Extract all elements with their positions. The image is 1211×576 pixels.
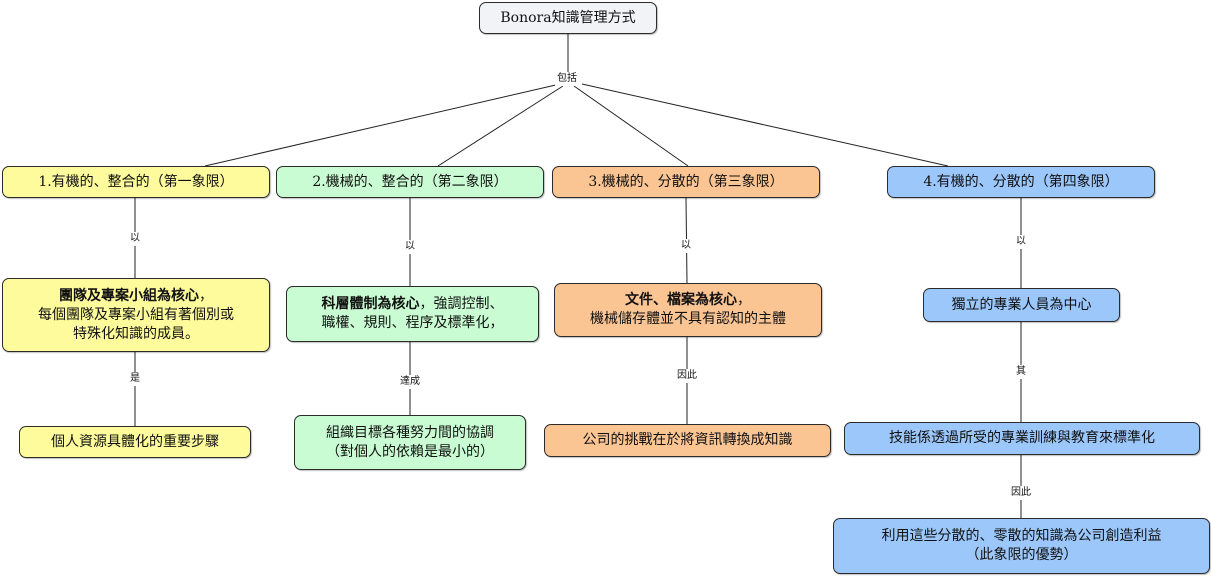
q1-result-node[interactable]: 個人資源具體化的重要步驟	[19, 426, 251, 458]
q2-result-line2: （對個人的依賴是最小的）	[326, 443, 494, 460]
q3-link2-label: 因此	[675, 369, 699, 383]
q4-result-node[interactable]: 利用這些分散的、零散的知識為公司創造利益 （此象限的優勢）	[833, 518, 1210, 574]
q4-result-line1: 利用這些分散的、零散的知識為公司創造利益	[881, 528, 1162, 544]
q1-link1-label: 以	[128, 232, 142, 246]
q1-title-node[interactable]: 1.有機的、整合的（第一象限）	[2, 166, 270, 198]
q2-link1-label: 以	[403, 240, 417, 254]
q2-link2-label: 達成	[398, 375, 422, 389]
q3-core-node[interactable]: 文件、檔案為核心， 機械儲存體並不具有認知的主體	[554, 283, 822, 337]
root-label: Bonora知識管理方式	[500, 9, 636, 26]
q2-title-node[interactable]: 2.機械的、整合的（第二象限）	[276, 166, 544, 198]
q3-core-line2: 機械儲存體並不具有認知的主體	[590, 311, 786, 327]
q2-core-bold: 科層體制為核心	[321, 296, 420, 312]
q3-title: 3.機械的、分散的（第三象限）	[588, 173, 784, 190]
q2-result-node[interactable]: 組織目標各種努力間的協調 （對個人的依賴是最小的）	[294, 415, 526, 470]
q2-core-node[interactable]: 科層體制為核心，強調控制、 職權、規則、程序及標準化，	[286, 286, 539, 342]
q4-core-line1: 獨立的專業人員為中心	[951, 296, 1092, 313]
root-link-label: 包括	[555, 72, 579, 86]
q1-result-line1: 個人資源具體化的重要步驟	[51, 433, 219, 450]
q4-title: 4.有機的、分散的（第四象限）	[923, 173, 1119, 190]
q4-core-node[interactable]: 獨立的專業人員為中心	[923, 288, 1120, 322]
q4-link3-label: 因此	[1009, 486, 1033, 500]
q4-link2-label: 其	[1014, 365, 1028, 379]
q2-core-line2: 職權、規則、程序及標準化，	[321, 315, 504, 331]
q4-title-node[interactable]: 4.有機的、分散的（第四象限）	[887, 166, 1155, 198]
link-hub-to-q4	[581, 83, 949, 167]
q4-result-line2: （此象限的優勢）	[965, 547, 1078, 563]
link-hub-to-q3	[573, 85, 689, 167]
q2-core-rest: ，強調控制、	[419, 296, 504, 312]
link-hub-to-q1	[204, 83, 561, 167]
q3-core-bold: 文件、檔案為核心	[625, 292, 737, 308]
q1-link2-label: 是	[128, 372, 142, 386]
q3-result-node[interactable]: 公司的挑戰在於將資訊轉換成知識	[544, 424, 831, 457]
q2-result-line1: 組織目標各種努力間的協調	[326, 424, 494, 441]
q3-result-line1: 公司的挑戰在於將資訊轉換成知識	[582, 432, 793, 448]
q1-core-line2: 每個團隊及專案小組有著個別或	[38, 306, 234, 323]
link-hub-to-q2	[437, 85, 564, 167]
q1-core-node[interactable]: 團隊及專案小組為核心， 每個團隊及專案小組有著個別或 特殊化知識的成員。	[2, 278, 270, 352]
q4-mid-line1: 技能係透過所受的專業訓練與教育來標準化	[889, 430, 1155, 446]
q3-core-line1: 文件、檔案為核心，	[625, 291, 751, 310]
q2-core-line1: 科層體制為核心，強調控制、	[322, 295, 504, 314]
q3-link1-label: 以	[679, 239, 693, 253]
q3-core-rest: ，	[737, 292, 751, 308]
q4-link1-label: 以	[1014, 235, 1028, 249]
q1-core-line3: 特殊化知識的成員。	[73, 325, 199, 342]
q1-core-rest: ，	[199, 287, 213, 304]
root-node[interactable]: Bonora知識管理方式	[479, 2, 657, 34]
q1-core-bold: 團隊及專案小組為核心	[59, 287, 199, 304]
q4-mid-node[interactable]: 技能係透過所受的專業訓練與教育來標準化	[844, 422, 1200, 455]
q1-core-line1: 團隊及專案小組為核心，	[59, 287, 213, 306]
q1-title: 1.有機的、整合的（第一象限）	[38, 173, 234, 190]
q2-title: 2.機械的、整合的（第二象限）	[312, 173, 508, 190]
q3-title-node[interactable]: 3.機械的、分散的（第三象限）	[552, 166, 820, 198]
